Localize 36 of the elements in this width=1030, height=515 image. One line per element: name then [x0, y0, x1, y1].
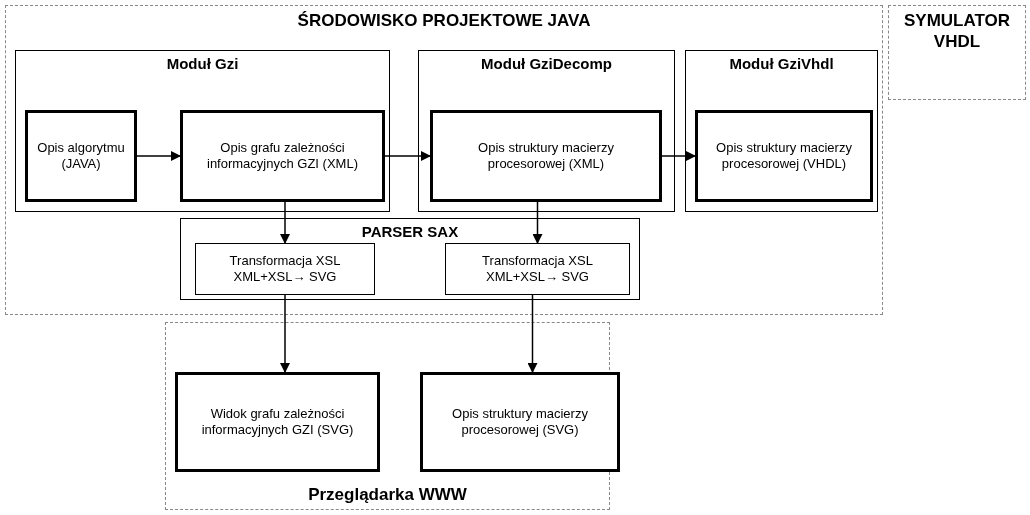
- group-title: Moduł Gzi: [165, 55, 240, 74]
- box-text: Opis grafu zależności informacyjnych GZI (XML): [206, 140, 359, 172]
- arrow: [384, 151, 431, 161]
- group-frame: [418, 50, 675, 212]
- box-text: Transformacja XSL XML+XSL→ SVG: [228, 253, 342, 285]
- group-frame: [15, 50, 390, 212]
- process-box: [445, 243, 630, 295]
- process-box: [25, 110, 137, 202]
- group-title: ŚRODOWISKO PROJEKTOWE JAVA: [296, 10, 592, 32]
- process-box: [695, 110, 873, 202]
- process-box: [175, 372, 380, 472]
- group-title: PARSER SAX: [360, 223, 460, 242]
- arrow: [280, 294, 290, 373]
- group-title: Przeglądarka WWW: [307, 483, 468, 505]
- group-frame: [685, 50, 878, 212]
- box-text: Opis struktury macierzy procesorowej (VHDL): [715, 140, 853, 172]
- box-text: Widok grafu zależności informacyjnych GZI (SVG): [200, 406, 355, 438]
- arrow: [532, 201, 543, 244]
- box-text: Transformacja XSL XML+XSL→ SVG: [481, 253, 594, 285]
- process-box: [430, 110, 662, 202]
- arrow: [136, 151, 181, 161]
- process-box: [180, 110, 385, 202]
- process-box: [420, 372, 620, 472]
- group-title: Moduł GziDecomp: [480, 55, 613, 74]
- group-title: Moduł GziVhdl: [728, 55, 835, 74]
- arrow: [661, 151, 696, 161]
- group-frame: [180, 218, 640, 300]
- group-title: SYMULATOR VHDL: [902, 10, 1012, 53]
- group-frame: [888, 5, 1026, 100]
- arrow: [280, 201, 290, 244]
- box-text: Opis struktury macierzy procesorowej (SVG): [451, 406, 589, 438]
- group-frame: [5, 5, 883, 315]
- box-text: Opis algorytmu (JAVA): [36, 140, 126, 172]
- arrow: [527, 294, 538, 373]
- box-text: Opis struktury macierzy procesorowej (XML): [477, 140, 615, 172]
- process-box: [195, 243, 375, 295]
